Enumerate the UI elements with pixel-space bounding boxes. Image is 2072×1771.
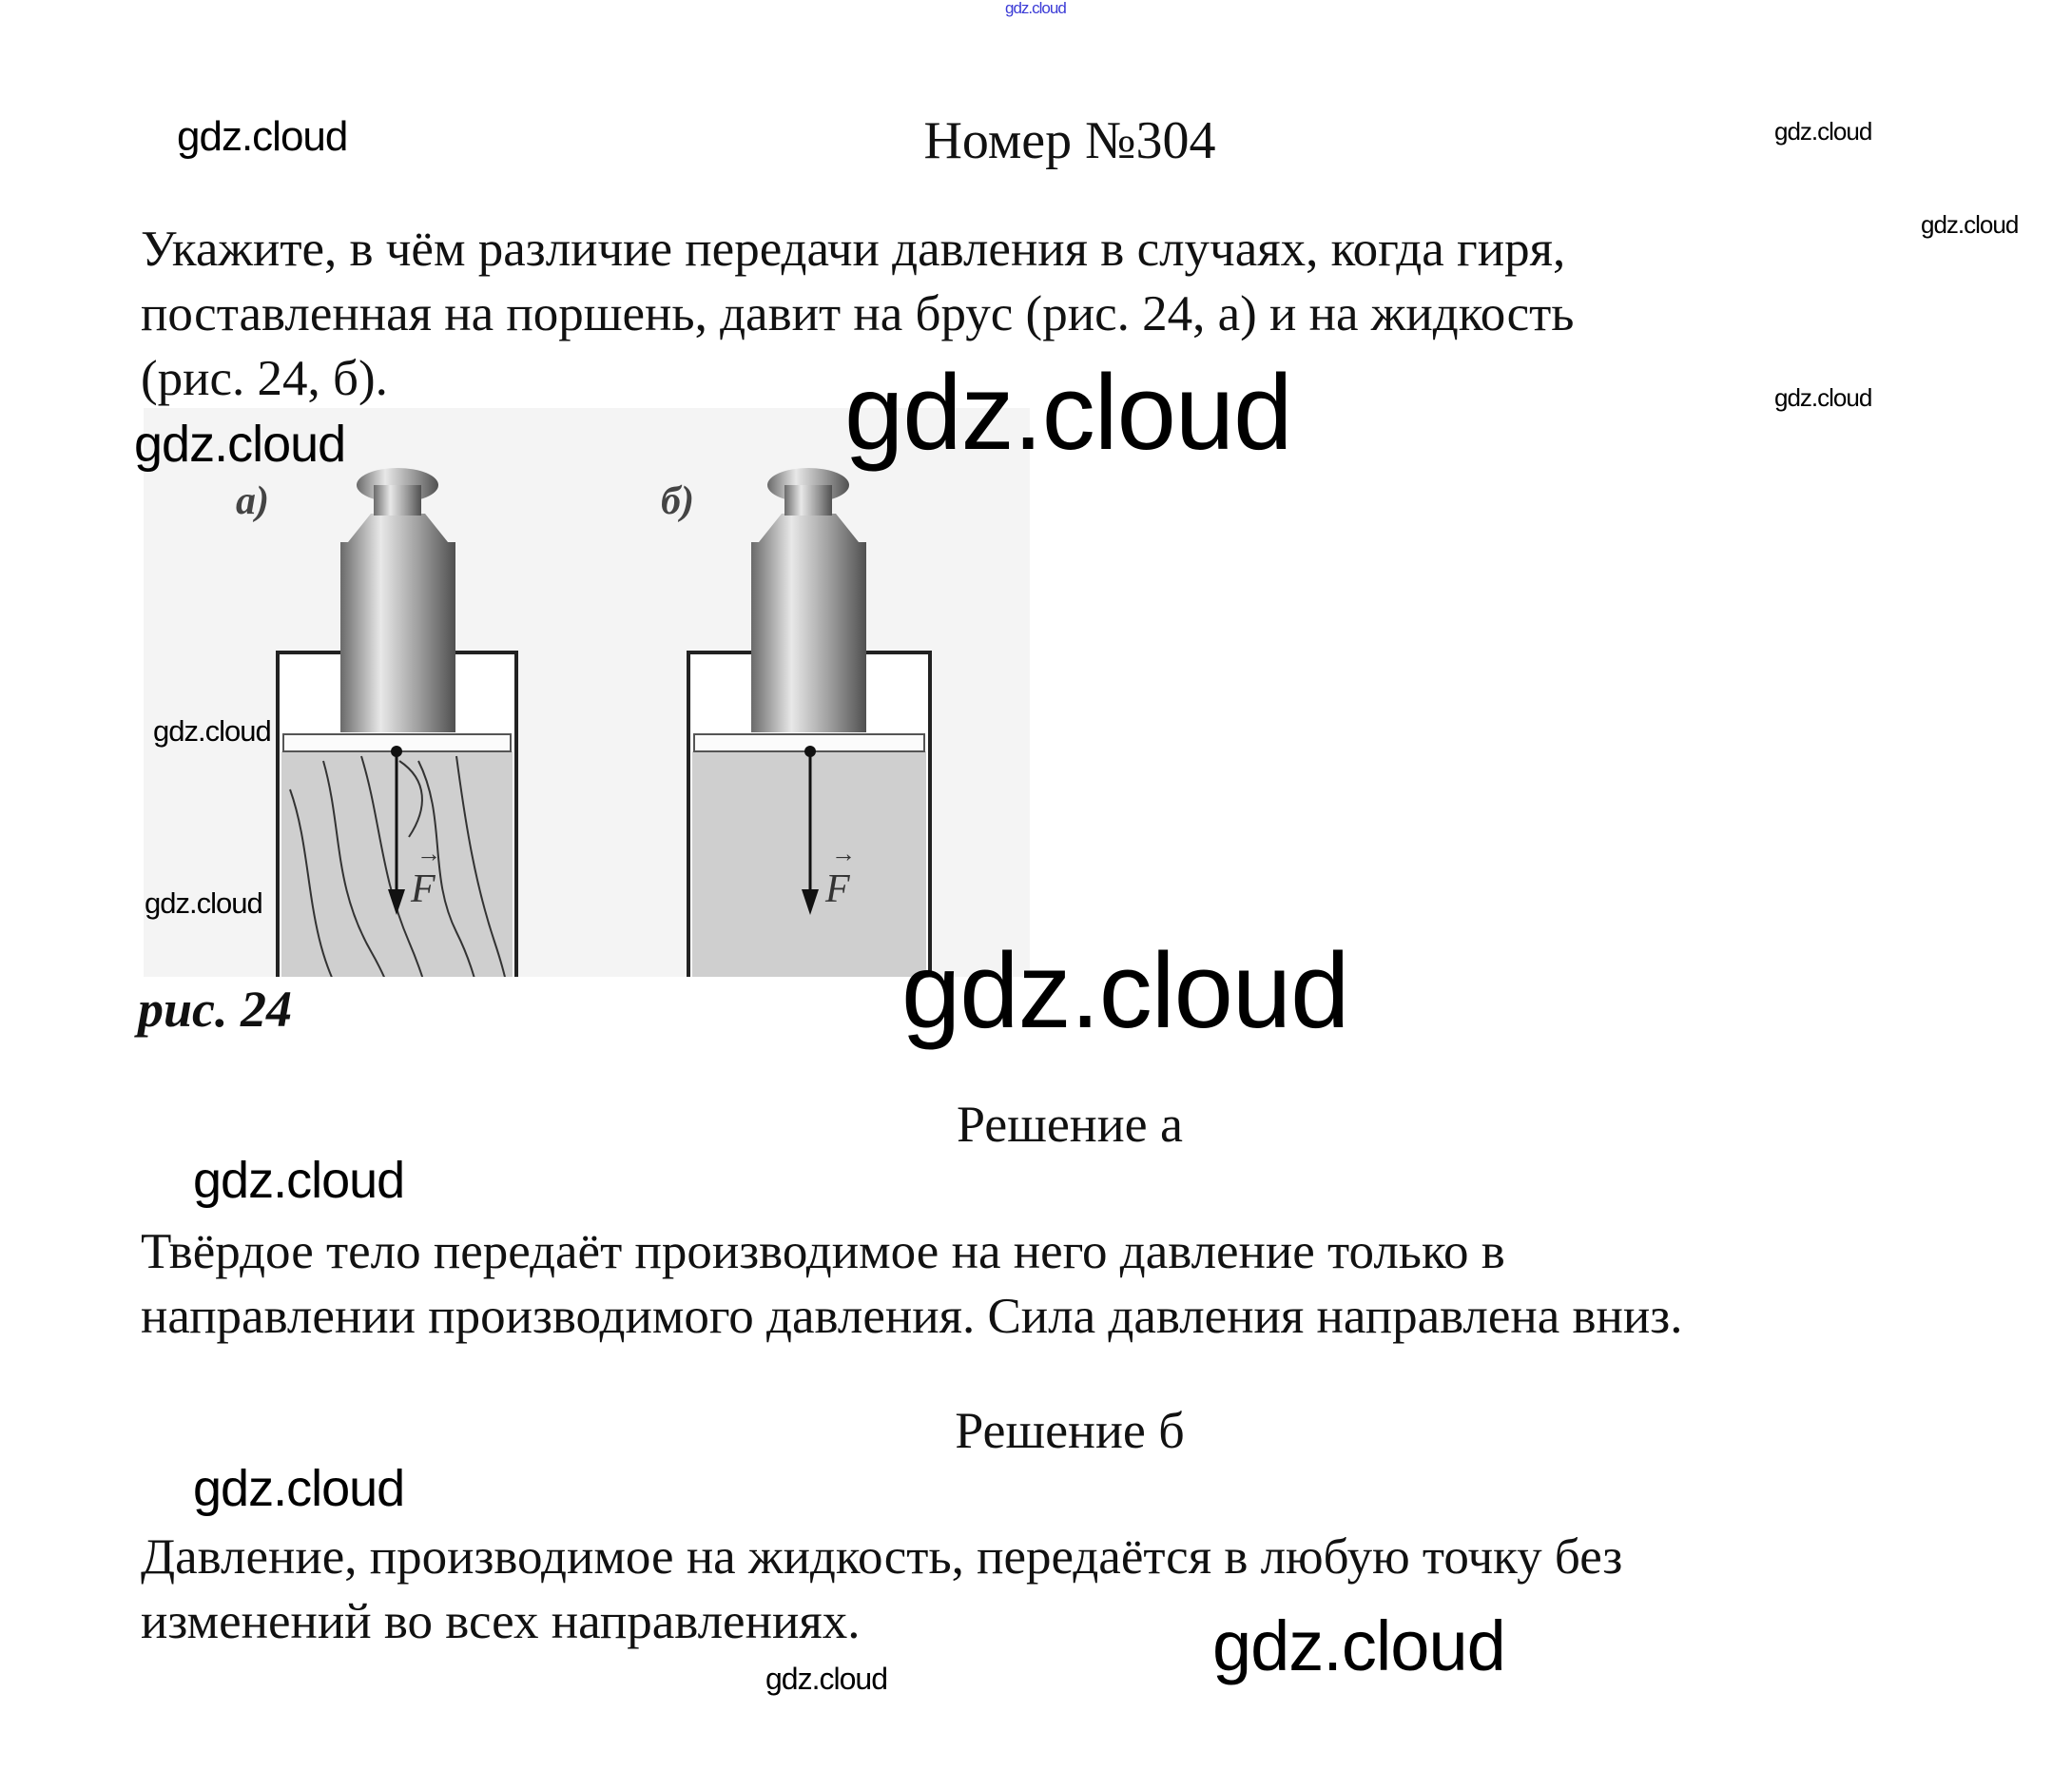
watermark-large: gdz.cloud	[844, 353, 1292, 472]
watermark-large: gdz.cloud	[901, 931, 1349, 1050]
watermark-large: gdz.cloud	[1212, 1606, 1506, 1685]
figure-label-a: а)	[236, 479, 269, 523]
watermark: gdz.cloud	[1921, 210, 2019, 239]
figure-label-b: б)	[661, 479, 694, 523]
solution-b-heading: Решение б	[955, 1402, 1185, 1459]
watermark: gdz.cloud	[145, 886, 263, 920]
figure-24: а) б) F F → →	[144, 408, 1030, 977]
force-label-a: F	[410, 867, 436, 911]
figure-a	[276, 468, 518, 977]
watermark: gdz.cloud	[193, 1460, 405, 1517]
figure-b	[687, 468, 932, 977]
question-line-3: (рис. 24, б).	[141, 351, 388, 406]
question-line-2: поставленная на поршень, давит на брус (…	[141, 286, 1575, 341]
watermark: gdz.cloud	[1774, 117, 1872, 146]
question-line-1: Укажите, в чём различие передачи давлени…	[141, 222, 1566, 277]
solution-a-line-2: направлении производимого давления. Сила…	[141, 1289, 1683, 1344]
watermark: gdz.cloud	[1774, 383, 1872, 412]
watermark: gdz.cloud	[193, 1152, 405, 1209]
vector-arrow-icon: →	[416, 840, 441, 867]
solution-b-line-2: изменений во всех направлениях.	[141, 1594, 861, 1649]
solution-a-line-1: Твёрдое тело передаёт производимое на не…	[141, 1224, 1505, 1279]
solution-b-line-1: Давление, производимое на жидкость, пере…	[141, 1529, 1623, 1585]
watermark: gdz.cloud	[153, 714, 272, 748]
watermark: gdz.cloud	[177, 113, 348, 160]
solution-a-heading: Решение а	[956, 1096, 1184, 1153]
watermark: gdz.cloud	[134, 416, 346, 473]
force-label-b: F	[824, 867, 850, 911]
top-watermark: gdz.cloud	[1005, 0, 1067, 17]
page-title: Номер №304	[923, 111, 1216, 170]
watermark: gdz.cloud	[765, 1662, 888, 1696]
vector-arrow-icon: →	[831, 840, 856, 867]
figure-caption: рис. 24	[138, 981, 292, 1038]
